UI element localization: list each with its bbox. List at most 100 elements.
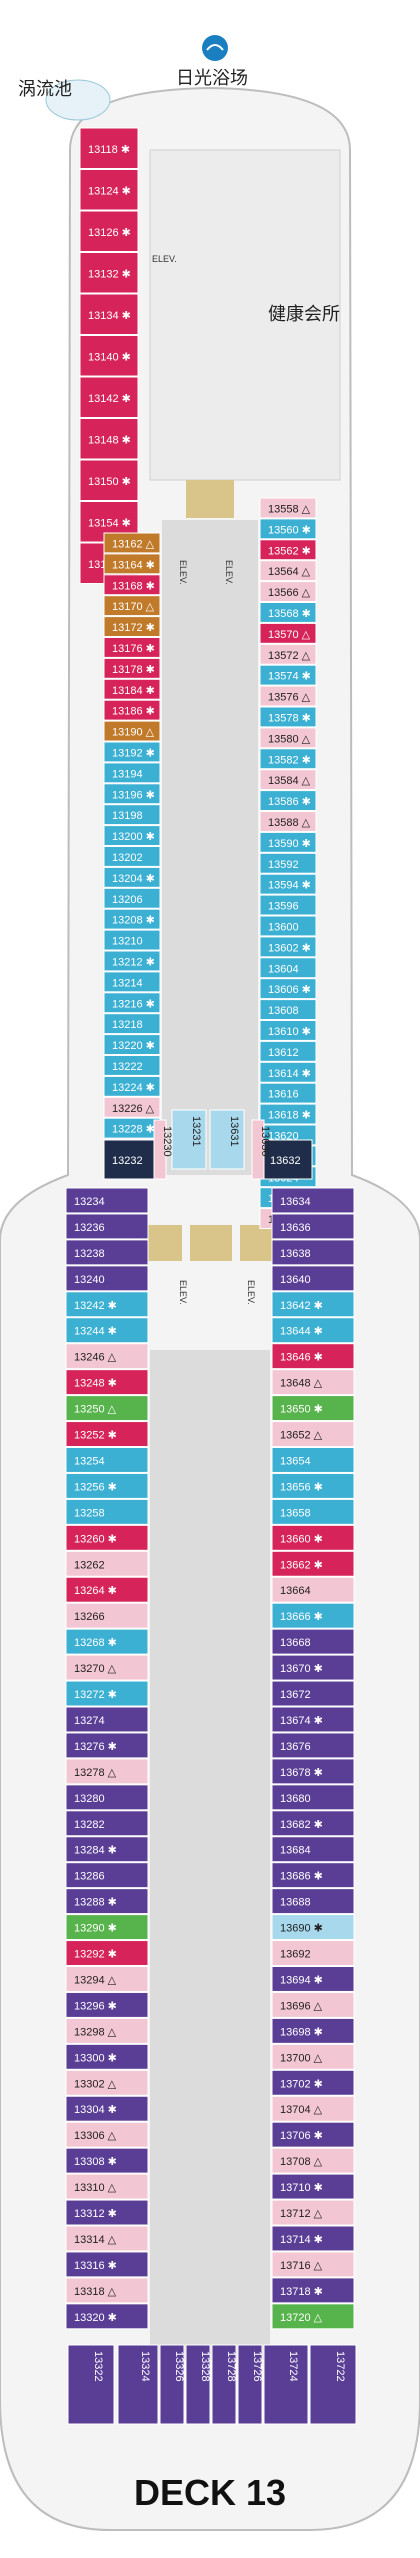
cabin-13574[interactable]: 13574 ✱ xyxy=(259,664,317,686)
cabin-13724[interactable]: 13724 xyxy=(263,2344,309,2425)
cabin-13162[interactable]: 13162 △ xyxy=(103,532,161,554)
cabin-13272[interactable]: 13272 ✱ xyxy=(65,1680,149,1707)
cabin-13606[interactable]: 13606 ✱ xyxy=(259,978,317,1000)
cabin-13726[interactable]: 13726 xyxy=(237,2344,263,2425)
cabin-13212[interactable]: 13212 ✱ xyxy=(103,950,161,972)
cabin-13702[interactable]: 13702 ✱ xyxy=(271,2069,355,2096)
cabin-13298[interactable]: 13298 △ xyxy=(65,2017,149,2044)
cabin-13642[interactable]: 13642 ✱ xyxy=(271,1291,355,1318)
cabin-13228[interactable]: 13228 ✱ xyxy=(103,1117,161,1139)
cabin-13560[interactable]: 13560 ✱ xyxy=(259,518,317,540)
cabin-13662[interactable]: 13662 ✱ xyxy=(271,1550,355,1577)
cabin-13216[interactable]: 13216 ✱ xyxy=(103,992,161,1014)
cabin-13268[interactable]: 13268 ✱ xyxy=(65,1628,149,1655)
cabin-13706[interactable]: 13706 ✱ xyxy=(271,2121,355,2148)
cabin-13126[interactable]: 13126 ✱ xyxy=(79,210,139,252)
cabin-13302[interactable]: 13302 △ xyxy=(65,2069,149,2096)
cabin-13666[interactable]: 13666 ✱ xyxy=(271,1602,355,1629)
cabin-13140[interactable]: 13140 ✱ xyxy=(79,335,139,377)
cabin-13236[interactable]: 13236 xyxy=(65,1213,149,1240)
cabin-13608[interactable]: 13608 xyxy=(259,999,317,1020)
cabin-13134[interactable]: 13134 ✱ xyxy=(79,293,139,335)
cabin-13300[interactable]: 13300 ✱ xyxy=(65,2043,149,2070)
cabin-13124[interactable]: 13124 ✱ xyxy=(79,169,139,211)
cabin-13310[interactable]: 13310 △ xyxy=(65,2173,149,2200)
cabin-13234[interactable]: 13234 xyxy=(65,1187,149,1214)
cabin-13728[interactable]: 13728 xyxy=(211,2344,237,2425)
cabin-13270[interactable]: 13270 △ xyxy=(65,1654,149,1681)
cabin-13142[interactable]: 13142 ✱ xyxy=(79,376,139,418)
cabin-13258[interactable]: 13258 xyxy=(65,1498,149,1525)
cabin-13224[interactable]: 13224 ✱ xyxy=(103,1075,161,1097)
cabin-13288[interactable]: 13288 ✱ xyxy=(65,1888,149,1915)
cabin-13278[interactable]: 13278 △ xyxy=(65,1758,149,1785)
cabin-13194[interactable]: 13194 xyxy=(103,762,161,784)
cabin-13238[interactable]: 13238 xyxy=(65,1239,149,1266)
cabin-13242[interactable]: 13242 ✱ xyxy=(65,1291,149,1318)
cabin-13660[interactable]: 13660 ✱ xyxy=(271,1524,355,1551)
cabin-13604[interactable]: 13604 xyxy=(259,957,317,979)
cabin-13148[interactable]: 13148 ✱ xyxy=(79,418,139,460)
cabin-13576[interactable]: 13576 △ xyxy=(259,685,317,707)
cabin-13584[interactable]: 13584 △ xyxy=(259,769,317,791)
cabin-13670[interactable]: 13670 ✱ xyxy=(271,1654,355,1681)
cabin-13244[interactable]: 13244 ✱ xyxy=(65,1317,149,1344)
cabin-13558[interactable]: 13558 △ xyxy=(259,497,317,519)
cabin-13700[interactable]: 13700 △ xyxy=(271,2043,355,2070)
cabin-13150[interactable]: 13150 ✱ xyxy=(79,459,139,501)
cabin-13284[interactable]: 13284 ✱ xyxy=(65,1836,149,1863)
cabin-13248[interactable]: 13248 ✱ xyxy=(65,1369,149,1396)
cabin-13704[interactable]: 13704 △ xyxy=(271,2095,355,2122)
cabin-13246[interactable]: 13246 △ xyxy=(65,1343,149,1370)
cabin-13226[interactable]: 13226 △ xyxy=(103,1096,161,1118)
cabin-13566[interactable]: 13566 △ xyxy=(259,581,317,602)
cabin-13230[interactable]: 13230 xyxy=(153,1119,173,1180)
cabin-13196[interactable]: 13196 ✱ xyxy=(103,783,161,805)
cabin-13170[interactable]: 13170 △ xyxy=(103,595,161,617)
cabin-13564[interactable]: 13564 △ xyxy=(259,560,317,582)
cabin-13636[interactable]: 13636 xyxy=(271,1213,355,1240)
cabin-13192[interactable]: 13192 ✱ xyxy=(103,741,161,763)
cabin-13664[interactable]: 13664 xyxy=(271,1576,355,1603)
cabin-13631[interactable]: 13631 xyxy=(209,1109,245,1170)
cabin-13178[interactable]: 13178 ✱ xyxy=(103,657,161,679)
cabin-13616[interactable]: 13616 xyxy=(259,1082,317,1104)
cabin-13720[interactable]: 13720 △ xyxy=(271,2303,355,2330)
cabin-13682[interactable]: 13682 ✱ xyxy=(271,1810,355,1837)
cabin-13294[interactable]: 13294 △ xyxy=(65,1966,149,1992)
cabin-13582[interactable]: 13582 ✱ xyxy=(259,748,317,770)
cabin-13184[interactable]: 13184 ✱ xyxy=(103,678,161,700)
cabin-13678[interactable]: 13678 ✱ xyxy=(271,1758,355,1785)
cabin-13668[interactable]: 13668 xyxy=(271,1628,355,1655)
cabin-13164[interactable]: 13164 ✱ xyxy=(103,553,161,575)
cabin-13614[interactable]: 13614 ✱ xyxy=(259,1061,317,1083)
cabin-13710[interactable]: 13710 ✱ xyxy=(271,2173,355,2200)
cabin-13712[interactable]: 13712 △ xyxy=(271,2199,355,2226)
cabin-13204[interactable]: 13204 ✱ xyxy=(103,866,161,888)
cabin-13676[interactable]: 13676 xyxy=(271,1732,355,1759)
cabin-13328[interactable]: 13328 xyxy=(185,2344,211,2425)
cabin-13292[interactable]: 13292 ✱ xyxy=(65,1940,149,1967)
cabin-13596[interactable]: 13596 xyxy=(259,894,317,916)
cabin-13200[interactable]: 13200 ✱ xyxy=(103,825,161,846)
cabin-13190[interactable]: 13190 △ xyxy=(103,720,161,742)
cabin-13646[interactable]: 13646 ✱ xyxy=(271,1343,355,1370)
cabin-13312[interactable]: 13312 ✱ xyxy=(65,2199,149,2226)
cabin-13568[interactable]: 13568 ✱ xyxy=(259,602,317,623)
cabin-13276[interactable]: 13276 ✱ xyxy=(65,1732,149,1759)
cabin-13590[interactable]: 13590 ✱ xyxy=(259,831,317,853)
cabin-13274[interactable]: 13274 xyxy=(65,1706,149,1733)
cabin-13250[interactable]: 13250 △ xyxy=(65,1395,149,1422)
cabin-13696[interactable]: 13696 △ xyxy=(271,1991,355,2018)
cabin-13652[interactable]: 13652 △ xyxy=(271,1421,355,1448)
cabin-13286[interactable]: 13286 xyxy=(65,1862,149,1889)
cabin-13594[interactable]: 13594 ✱ xyxy=(259,873,317,895)
cabin-13716[interactable]: 13716 △ xyxy=(271,2251,355,2278)
cabin-13714[interactable]: 13714 ✱ xyxy=(271,2225,355,2252)
cabin-13690[interactable]: 13690 ✱ xyxy=(271,1914,355,1941)
cabin-13176[interactable]: 13176 ✱ xyxy=(103,637,161,658)
cabin-13630[interactable]: 13630 xyxy=(251,1119,271,1180)
cabin-13320[interactable]: 13320 ✱ xyxy=(65,2303,149,2330)
cabin-13644[interactable]: 13644 ✱ xyxy=(271,1317,355,1344)
cabin-13578[interactable]: 13578 ✱ xyxy=(259,706,317,728)
